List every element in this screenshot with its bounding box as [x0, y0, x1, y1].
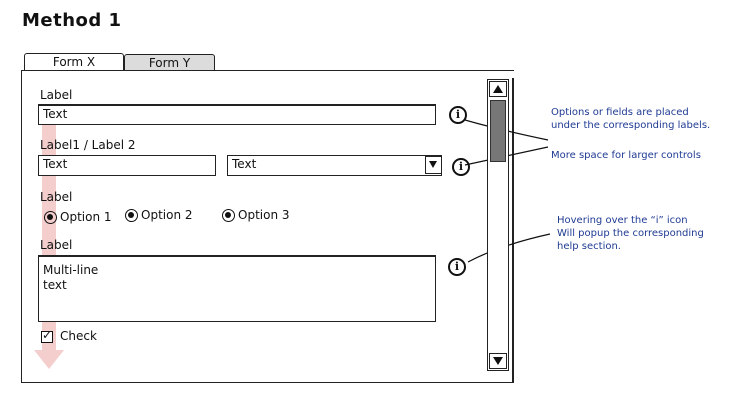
- page-title: Method 1: [22, 10, 122, 31]
- check-label[interactable]: Check: [60, 329, 97, 343]
- scroll-up-icon[interactable]: [489, 81, 507, 97]
- annotation-info-line-2: Will popup the corresponding: [557, 228, 704, 239]
- field2-label: Label1 / Label 2: [40, 138, 136, 152]
- annotation-info-line-3: help section.: [557, 241, 621, 252]
- annotation-fields-placement: Options or fields are placed under the c…: [551, 106, 710, 132]
- radio-group-label: Label: [40, 190, 73, 204]
- info-icon-2[interactable]: i: [452, 158, 470, 176]
- radio-option-3[interactable]: [222, 209, 235, 222]
- radio-option-2[interactable]: [125, 209, 138, 222]
- annotation-fields-line-1: Options or fields are placed: [551, 107, 689, 118]
- tab-form-y[interactable]: Form Y: [124, 54, 215, 71]
- field1-label: Label: [40, 88, 73, 102]
- check-checkbox[interactable]: [41, 328, 53, 343]
- annotation-info-hover: Hovering over the “i” icon Will popup th…: [557, 214, 704, 253]
- dropdown-select[interactable]: Text: [227, 155, 442, 176]
- radio-option-1-label[interactable]: Option 1: [60, 210, 112, 224]
- annotation-info-line-1: Hovering over the “i” icon: [557, 215, 688, 226]
- text-field-2[interactable]: Text: [38, 155, 216, 176]
- textarea-label: Label: [40, 238, 73, 252]
- chevron-down-icon[interactable]: [425, 156, 442, 174]
- info-icon-1[interactable]: i: [449, 106, 467, 124]
- multiline-textarea[interactable]: Multi-line text: [38, 255, 436, 322]
- panel-right-border: [512, 78, 514, 383]
- radio-option-1[interactable]: [44, 211, 57, 224]
- scrollbar-thumb[interactable]: [490, 100, 506, 162]
- tab-form-x[interactable]: Form X: [24, 53, 124, 70]
- annotation-more-space: More space for larger controls: [551, 150, 701, 161]
- info-icon-3[interactable]: i: [448, 258, 466, 276]
- text-field-1[interactable]: Text: [38, 104, 436, 125]
- radio-option-3-label[interactable]: Option 3: [238, 208, 290, 222]
- annotation-fields-line-2: under the corresponding labels.: [551, 120, 711, 131]
- textarea-line-1: Multi-line: [43, 263, 99, 277]
- radio-option-2-label[interactable]: Option 2: [141, 208, 193, 222]
- textarea-line-2: text: [43, 278, 67, 292]
- scroll-down-icon[interactable]: [489, 353, 507, 369]
